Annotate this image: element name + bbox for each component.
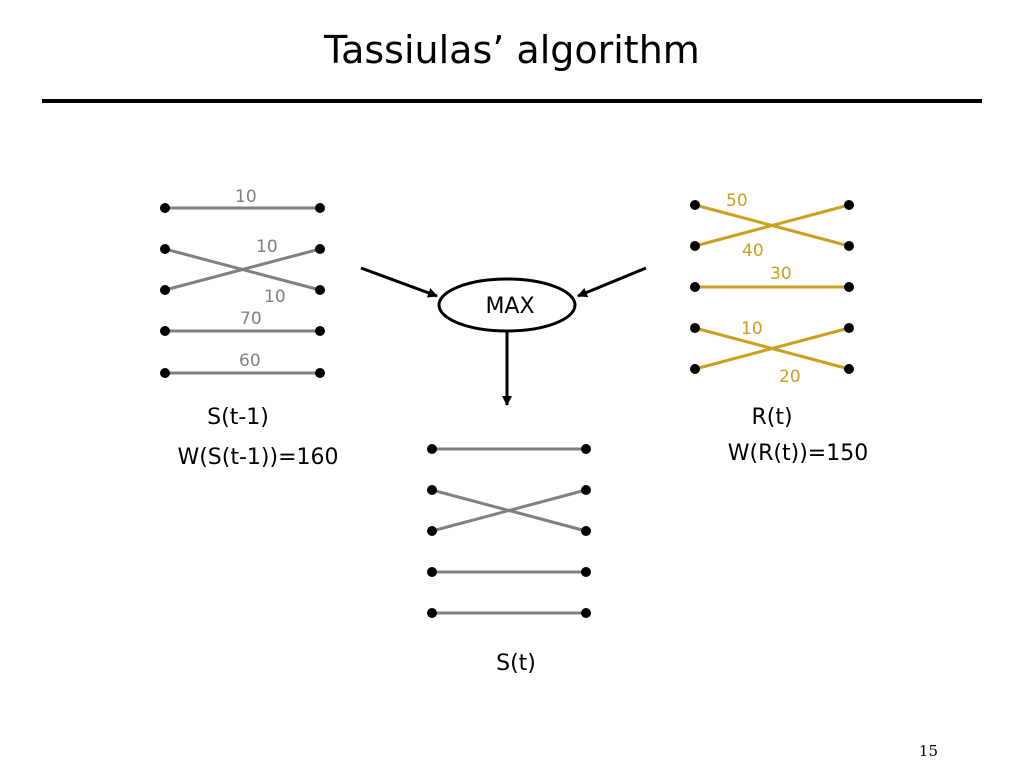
input-port-node xyxy=(427,444,437,454)
s-prev-weight-caption: W(S(t-1))=160 xyxy=(177,445,338,470)
r-t-edge xyxy=(694,326,850,371)
r-t-weight-label: 20 xyxy=(779,367,801,387)
output-port-node xyxy=(581,567,591,577)
output-port-node xyxy=(315,203,325,213)
page-number: 15 xyxy=(918,742,938,760)
output-port-node xyxy=(315,285,325,295)
s-t-edge xyxy=(431,488,587,533)
input-port-node xyxy=(427,485,437,495)
output-port-node xyxy=(581,485,591,495)
s-prev-weight-label: 60 xyxy=(239,351,261,371)
input-port-node xyxy=(160,244,170,254)
arrow-from-s-prev xyxy=(360,266,438,298)
input-port-node xyxy=(690,241,700,251)
input-port-node xyxy=(427,608,437,618)
output-port-node xyxy=(581,444,591,454)
slide-title: Tassiulas’ algorithm xyxy=(324,28,700,72)
output-port-node xyxy=(844,282,854,292)
s-prev-weight-label: 10 xyxy=(235,187,257,207)
input-port-node xyxy=(690,200,700,210)
output-port-node xyxy=(844,323,854,333)
s-prev-caption: S(t-1) xyxy=(207,405,269,430)
arrow-from-r-t xyxy=(577,266,647,298)
input-port-node xyxy=(160,203,170,213)
output-port-node xyxy=(581,608,591,618)
output-port-node xyxy=(581,526,591,536)
s-prev-matching: 10 10 10 70 60 S(t-1) W(S(t-1))=160 xyxy=(160,187,339,470)
output-port-node xyxy=(844,364,854,374)
s-prev-edge xyxy=(164,247,321,292)
output-port-node xyxy=(315,368,325,378)
r-t-weight-label: 30 xyxy=(770,264,792,284)
title-underline xyxy=(42,99,982,103)
input-port-node xyxy=(690,323,700,333)
input-port-node xyxy=(160,368,170,378)
input-port-node xyxy=(427,567,437,577)
input-port-node xyxy=(690,282,700,292)
r-t-matching: 50 40 30 10 20 R(t) W(R(t))=150 xyxy=(690,191,868,466)
r-t-weight-label: 40 xyxy=(742,241,764,261)
s-prev-weight-label: 70 xyxy=(240,309,262,329)
r-t-edge xyxy=(694,203,850,248)
max-operator: MAX xyxy=(360,266,647,406)
output-port-node xyxy=(315,244,325,254)
r-t-weight-label: 50 xyxy=(726,191,748,211)
s-prev-weight-label: 10 xyxy=(264,287,286,307)
input-port-node xyxy=(160,285,170,295)
output-port-node xyxy=(844,241,854,251)
input-port-node xyxy=(690,364,700,374)
output-port-node xyxy=(315,326,325,336)
max-label: MAX xyxy=(485,294,534,319)
s-t-matching: S(t) xyxy=(427,444,591,676)
r-t-weight-caption: W(R(t))=150 xyxy=(728,441,868,466)
r-t-weight-label: 10 xyxy=(741,319,763,339)
input-port-node xyxy=(160,326,170,336)
s-t-caption: S(t) xyxy=(496,651,536,676)
input-port-node xyxy=(427,526,437,536)
r-t-caption: R(t) xyxy=(751,405,792,430)
output-port-node xyxy=(844,200,854,210)
s-prev-weight-label: 10 xyxy=(256,237,278,257)
